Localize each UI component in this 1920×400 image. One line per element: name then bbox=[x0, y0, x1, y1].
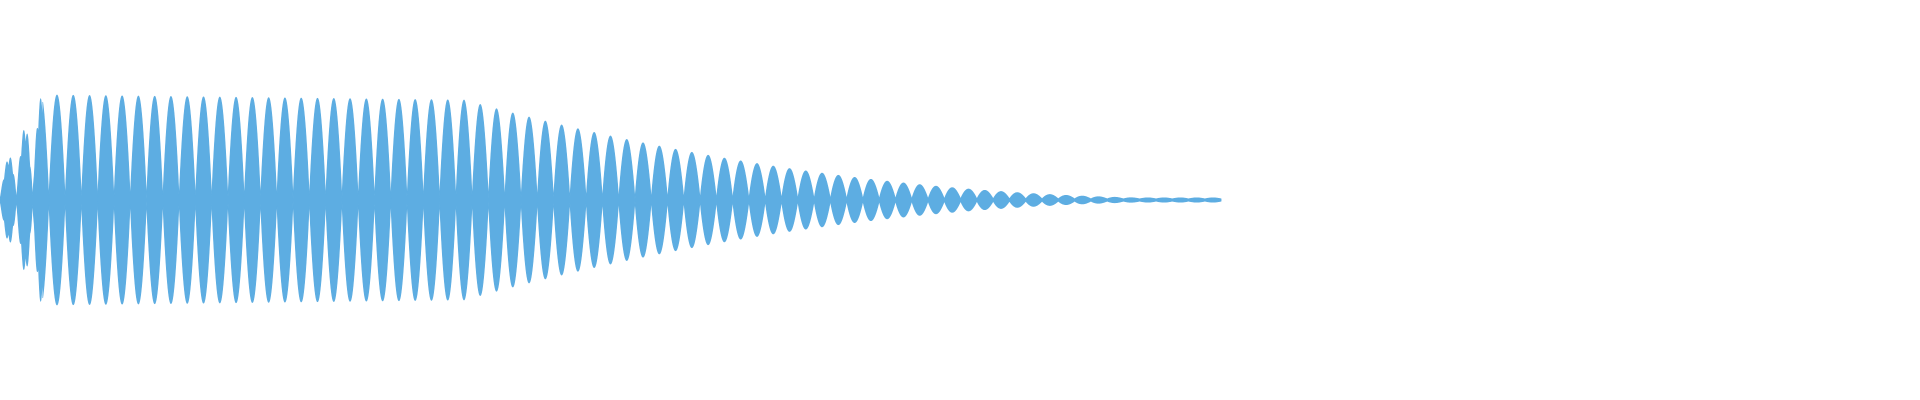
waveform-signal bbox=[0, 94, 1222, 306]
